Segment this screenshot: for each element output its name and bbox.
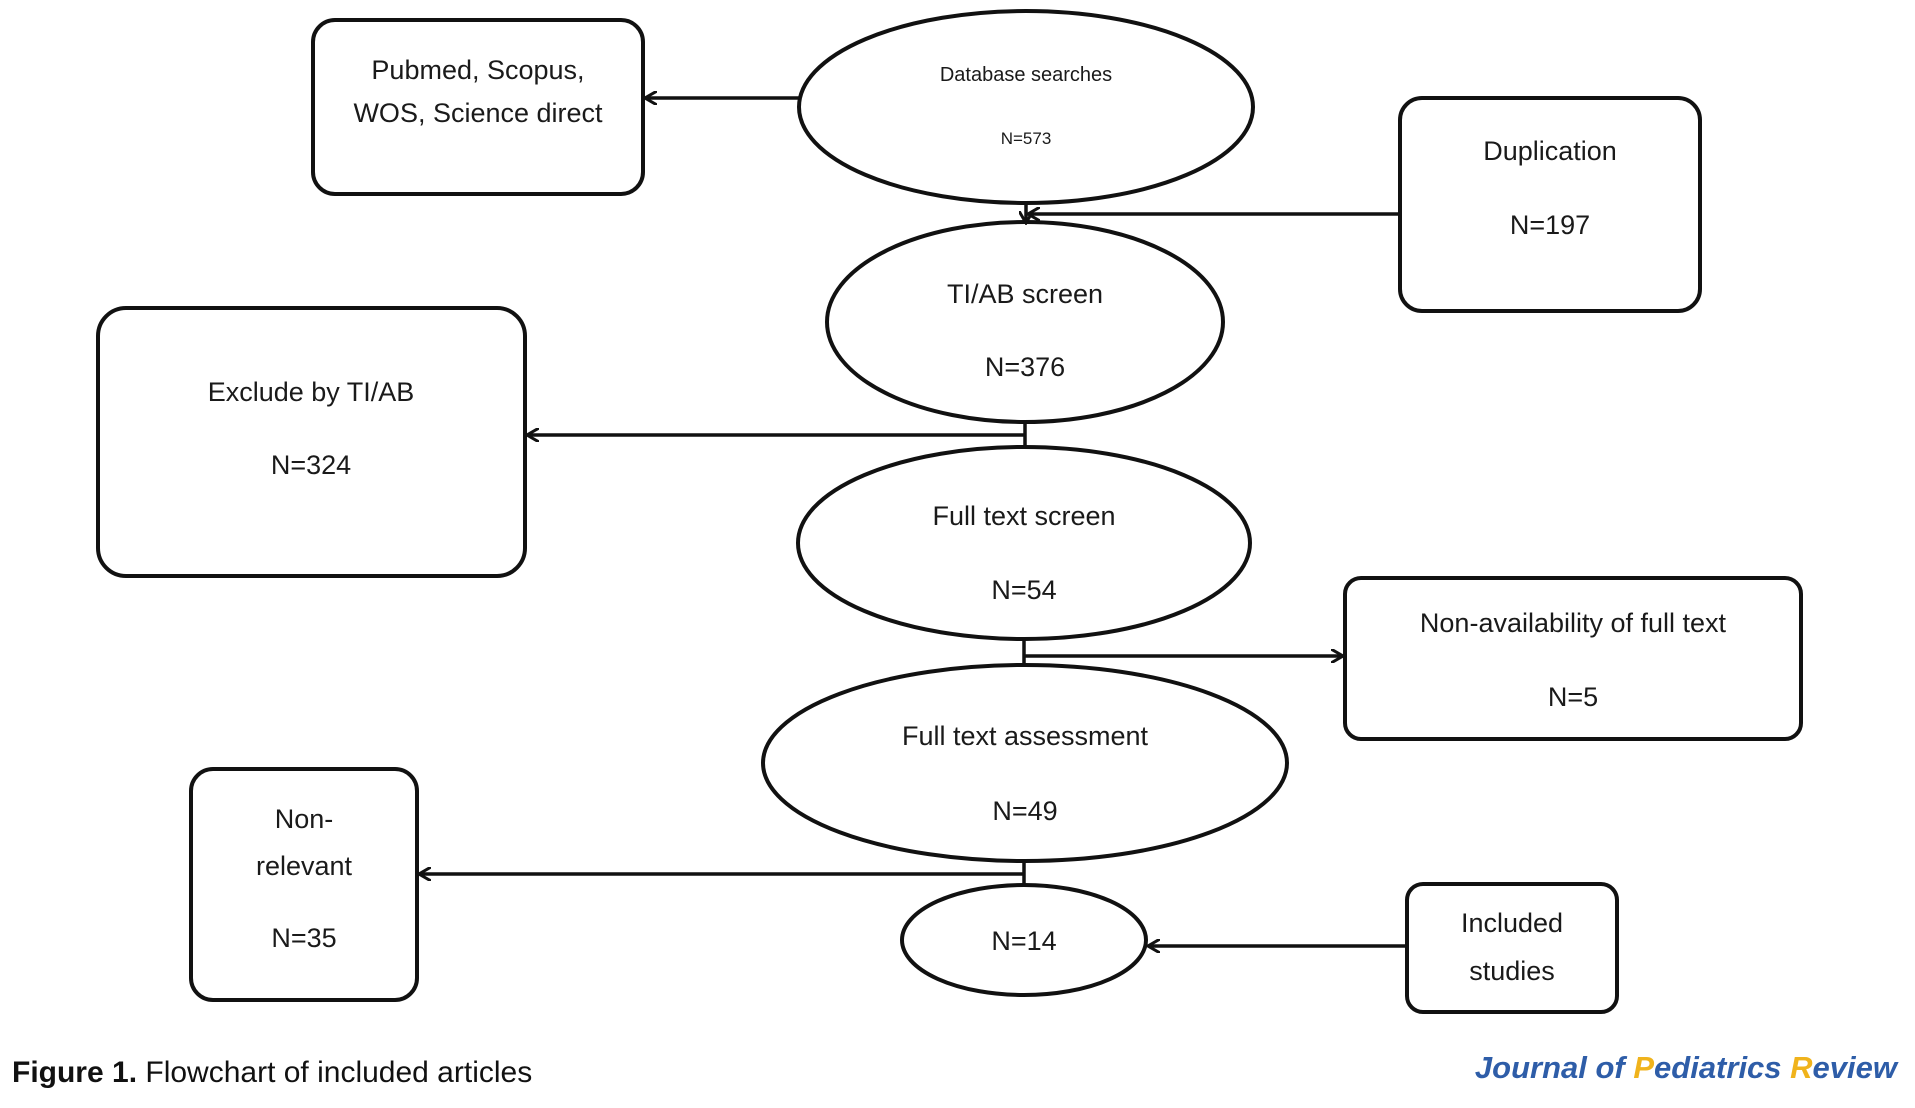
journal-part: P [1633, 1050, 1655, 1085]
fulltext-title: Full text screen [932, 501, 1115, 531]
nonavail-box [1343, 576, 1803, 741]
included-line-2: studies [1469, 956, 1555, 986]
fulltext-ellipse [796, 445, 1252, 641]
nonrelevant-count: N=35 [271, 923, 336, 953]
duplication-title: Duplication [1483, 136, 1617, 166]
tiab-title: TI/AB screen [947, 279, 1103, 309]
database-title: Database searches [940, 64, 1112, 86]
nonrelevant-line-2: relevant [256, 851, 353, 881]
journal-part: eview [1812, 1050, 1897, 1085]
assessment-title: Full text assessment [902, 721, 1149, 751]
final-count: N=14 [991, 926, 1056, 956]
nonavail-count: N=5 [1548, 682, 1598, 712]
sources-line-2: WOS, Science direct [353, 98, 603, 128]
journal-part: R [1790, 1050, 1813, 1085]
duplication-count: N=197 [1510, 210, 1590, 240]
duplication-box [1398, 96, 1702, 313]
tiab-ellipse [825, 220, 1225, 424]
database-count: N=573 [1001, 129, 1052, 148]
sources-box [311, 18, 645, 196]
exclude-count: N=324 [271, 450, 351, 480]
journal-part: Journal of [1474, 1050, 1634, 1085]
database-ellipse [797, 9, 1255, 205]
nonrelevant-box [189, 767, 419, 1002]
nonavail-title: Non-availability of full text [1420, 608, 1727, 638]
journal-name: Journal of Pediatrics Review [1475, 1050, 1897, 1086]
fulltext-count: N=54 [991, 575, 1056, 605]
nonrelevant-line-1: Non- [275, 804, 334, 834]
figure-caption: Figure 1. Flowchart of included articles [12, 1056, 532, 1090]
figure-caption-text: Flowchart of included articles [137, 1056, 533, 1089]
assessment-count: N=49 [992, 796, 1057, 826]
assessment-ellipse [761, 663, 1289, 863]
exclude-box [96, 306, 527, 578]
included-line-1: Included [1461, 908, 1563, 938]
journal-part: ediatrics [1654, 1050, 1791, 1085]
exclude-title: Exclude by TI/AB [208, 377, 415, 407]
figure-label: Figure 1. [12, 1056, 138, 1089]
tiab-count: N=376 [985, 352, 1065, 382]
included-box [1405, 882, 1619, 1014]
sources-line-1: Pubmed, Scopus, [371, 55, 584, 85]
flowchart: Pubmed, Scopus, WOS, Science direct Data… [96, 9, 1803, 1014]
